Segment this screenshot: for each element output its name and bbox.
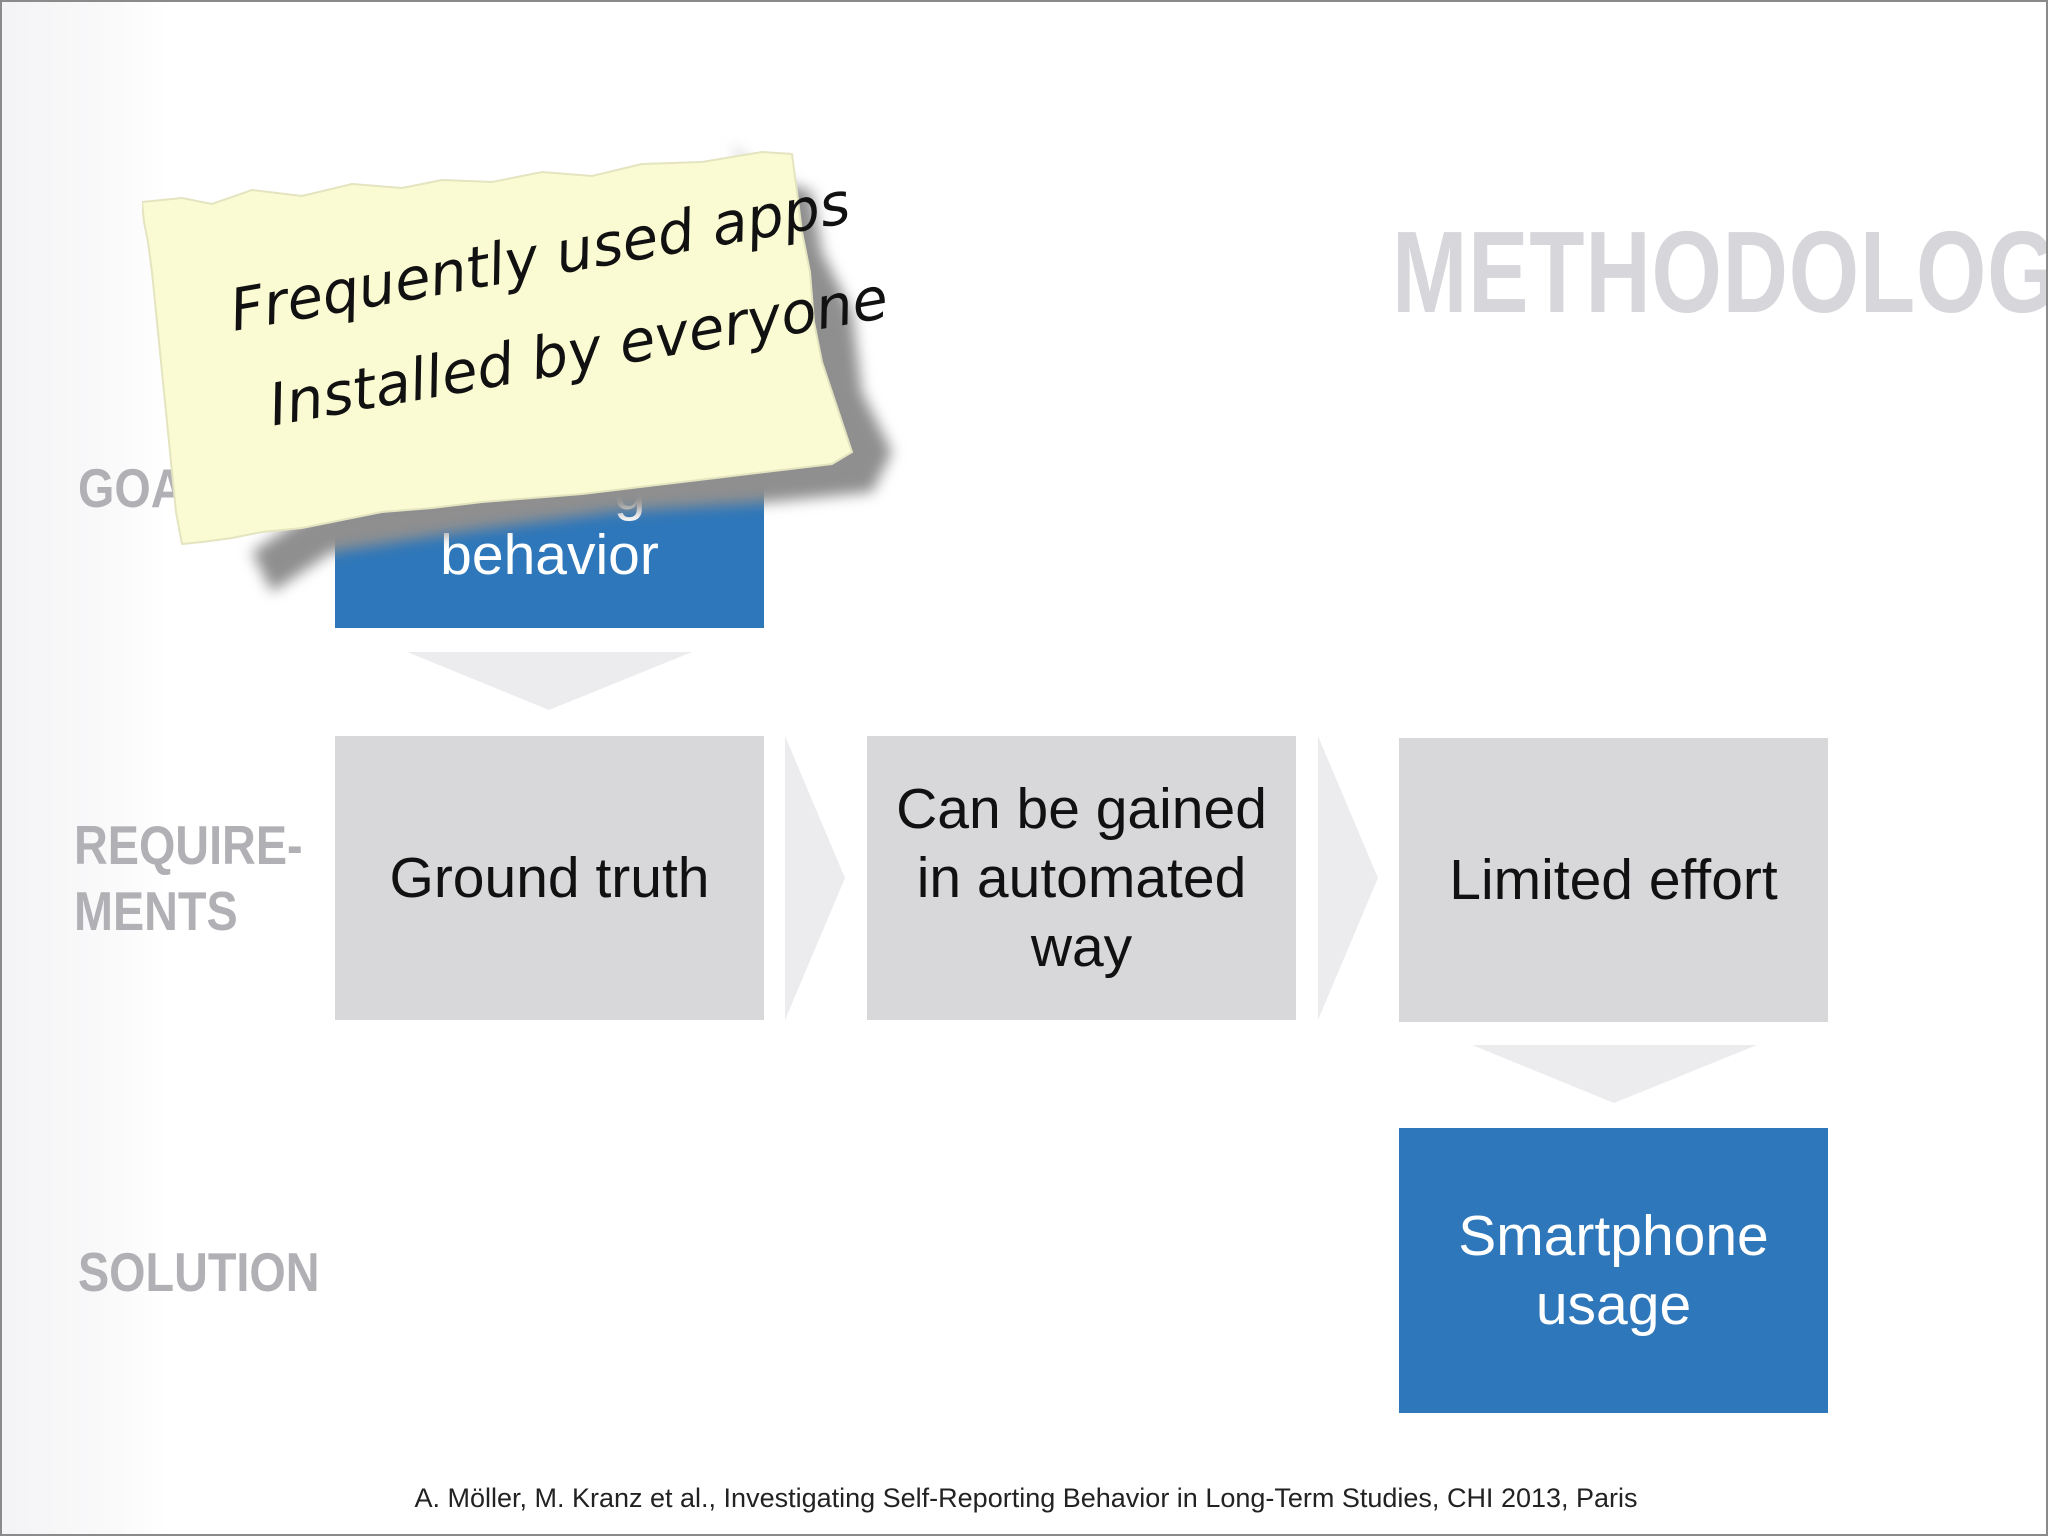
sticky-note: Frequently used apps Installed by everyo… bbox=[142, 92, 902, 612]
sticky-note-shadow bbox=[252, 142, 892, 592]
down-arrow-solution bbox=[1472, 1045, 1757, 1103]
right-arrow-2 bbox=[1318, 736, 1378, 1020]
row-label-solution: SOLUTION bbox=[78, 1241, 320, 1303]
requirement-box-3-text: Limited effort bbox=[1449, 847, 1778, 912]
footer-citation: A. Möller, M. Kranz et al., Investigatin… bbox=[414, 1483, 1638, 1513]
sticky-note-paper bbox=[142, 150, 854, 546]
solution-box: Smartphone usage bbox=[1399, 1128, 1828, 1413]
down-arrow-goal bbox=[407, 652, 692, 710]
solution-box-text: Smartphone usage bbox=[1458, 1203, 1769, 1337]
requirement-box-3: Limited effort bbox=[1399, 738, 1828, 1022]
left-shade bbox=[2, 2, 167, 1534]
slide-title: METHODOLOGY bbox=[1392, 207, 2048, 337]
goal-box-text: behavior bbox=[440, 523, 659, 587]
requirement-box-1-text: Ground truth bbox=[389, 845, 710, 910]
row-label-requirements: REQUIRE- MENTS bbox=[74, 814, 303, 942]
right-arrow-1 bbox=[785, 736, 845, 1020]
requirement-box-1: Ground truth bbox=[335, 736, 764, 1020]
requirement-box-2: Can be gained in automated way bbox=[867, 736, 1296, 1020]
requirement-box-2-text: Can be gained in automated way bbox=[896, 776, 1267, 979]
